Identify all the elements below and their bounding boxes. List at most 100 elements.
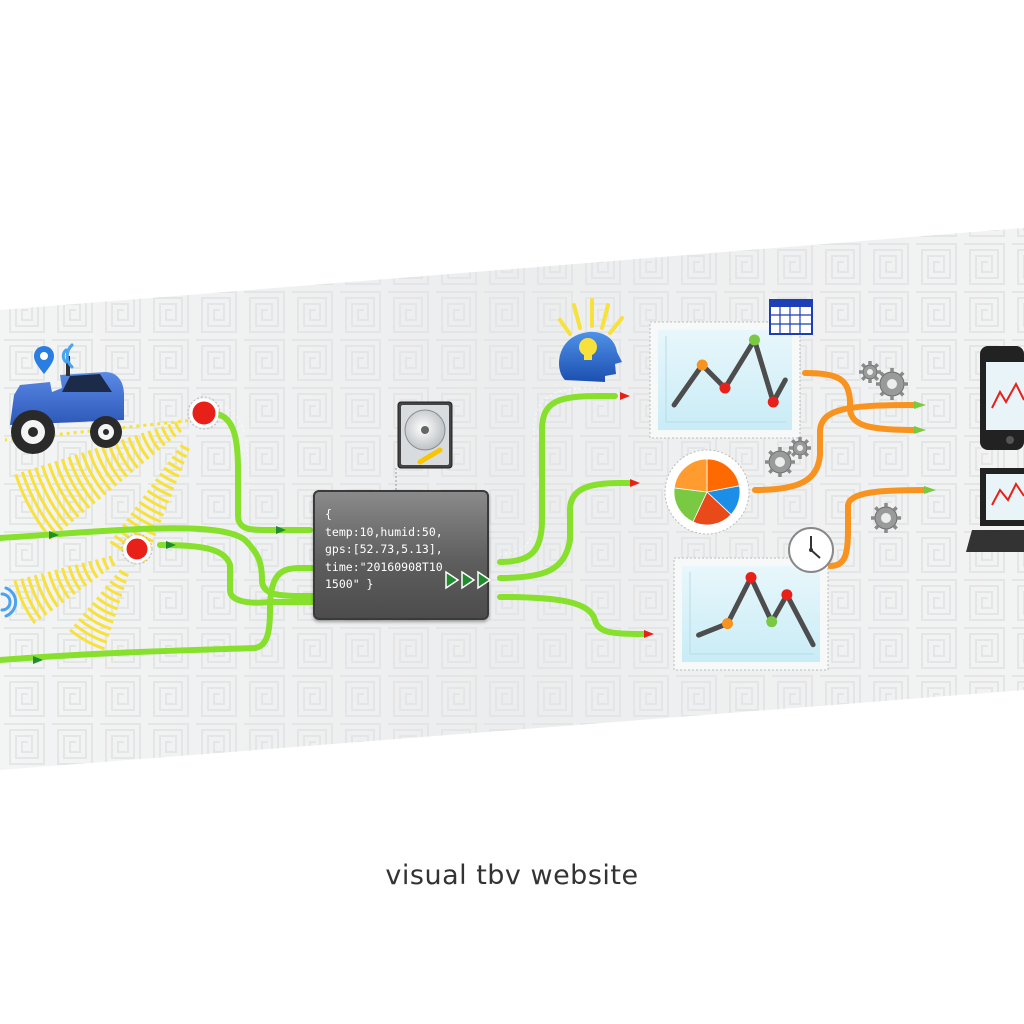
beam-arc (95, 596, 119, 611)
beam-arc (60, 567, 76, 596)
beam-arc (127, 436, 145, 465)
gear-tooth (860, 375, 867, 382)
wifi-icon (61, 343, 74, 369)
gear-tooth (860, 362, 867, 369)
beam-arc (80, 452, 107, 496)
arrow-markers (33, 392, 936, 664)
beam-arc (122, 523, 154, 543)
gear-tooth (879, 391, 885, 397)
chart-point (766, 616, 778, 628)
calendar-icon (769, 299, 813, 335)
beam-arc (94, 559, 105, 575)
beam-arc (54, 460, 85, 514)
beam-fans (13, 421, 190, 651)
code-line: { (325, 507, 332, 521)
gear-tooth (786, 450, 792, 456)
hard-disk-icon (395, 401, 453, 490)
beam-arc (150, 483, 172, 498)
beam-arc (179, 444, 190, 452)
gear-tooth (874, 506, 880, 512)
gear-tooth (874, 524, 880, 530)
chart-point (722, 618, 734, 630)
beam-arc (147, 430, 161, 451)
beam-arc (87, 449, 112, 492)
beam-arc (47, 462, 80, 518)
pie-chart (664, 449, 750, 535)
gear-tooth (786, 468, 792, 474)
beam-arc (159, 472, 177, 485)
wifi-icon-bottom (0, 586, 18, 618)
beam-arc (154, 428, 166, 447)
beam-arc (100, 590, 121, 604)
chart-point (719, 382, 731, 394)
beam-arc (33, 574, 54, 612)
gear-tooth (768, 450, 774, 456)
beam-arc (27, 469, 64, 532)
sensor-icon (121, 396, 221, 565)
gear-tooth (899, 391, 905, 397)
beam-arc (81, 562, 93, 583)
beam-arc (20, 578, 42, 620)
gear-holes (775, 369, 897, 523)
lightbulb-head-icon (558, 298, 624, 382)
gear-tooth (873, 375, 880, 382)
gear-tooth (790, 438, 797, 445)
beam-arc (174, 421, 183, 434)
beam-arc (167, 461, 183, 472)
beam-arc (108, 555, 116, 567)
beam-arc (69, 628, 106, 651)
beam-arc (118, 569, 129, 578)
beam-arc (60, 458, 91, 509)
chart-point (745, 572, 757, 584)
code-line: temp:10,humid:50, (325, 524, 443, 539)
beam-arc (134, 434, 150, 460)
forward-arrows (445, 570, 492, 590)
beam-arc (101, 557, 110, 571)
code-line: time:"20160908T10 (325, 559, 443, 574)
beam-arc (163, 466, 180, 478)
beam-arc (54, 569, 71, 600)
code-line: gps:[52.73,5.13], (325, 542, 443, 556)
beam-arc (171, 455, 185, 465)
beam-arc (88, 560, 99, 579)
gear-tooth (803, 438, 810, 445)
code-line: 1500" } (325, 577, 374, 591)
beam-arc (167, 423, 177, 438)
beam-arc (40, 572, 59, 608)
beam-arc (82, 612, 112, 631)
beam-arc (109, 580, 125, 591)
beam-arc (120, 439, 139, 469)
beam-arc (146, 489, 170, 504)
green-data-lines (0, 393, 648, 663)
beam-arc (47, 571, 65, 604)
chart-point (748, 334, 760, 346)
green-line-highlights (209, 387, 601, 555)
beam-arc (74, 564, 88, 587)
beam-arc (20, 471, 58, 536)
pie-slice (673, 487, 708, 523)
chart-point (781, 589, 793, 601)
beam-arc (175, 449, 188, 459)
clock-icon (788, 527, 834, 573)
chart-point (767, 396, 779, 408)
beam-arc (94, 447, 118, 487)
beam-arc (73, 623, 108, 644)
gear-tooth (879, 371, 885, 377)
beam-arc (13, 579, 37, 624)
beam-arc (27, 576, 48, 616)
location-pin-icon (34, 346, 54, 374)
beam-arc (140, 432, 156, 456)
gear-tooth (892, 506, 898, 512)
tractor-icon (10, 356, 124, 454)
beam-arc (78, 617, 110, 637)
beam-arc (142, 495, 167, 511)
gear-tooth (899, 371, 905, 377)
beam-arc (154, 478, 175, 491)
beam-arc (113, 574, 127, 584)
caption: visual tbv website (385, 860, 639, 891)
gear-tooth (768, 468, 774, 474)
gear-tooth (873, 362, 880, 369)
pie-slice (673, 458, 708, 493)
beam-arc (40, 465, 75, 523)
